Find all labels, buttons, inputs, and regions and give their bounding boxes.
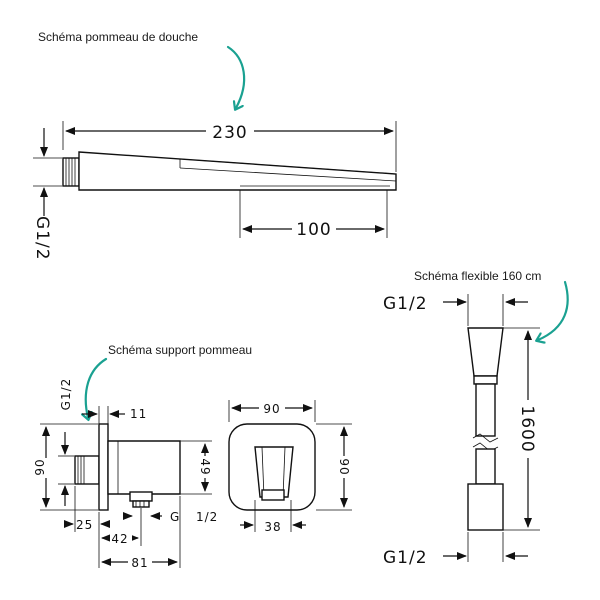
caption-shower-head: Schéma pommeau de douche	[38, 30, 198, 44]
dim-holder-height-90: 90	[33, 458, 47, 475]
caption-holder: Schéma support pommeau	[108, 343, 252, 357]
hose-top-nut	[467, 327, 504, 377]
shower-head-diagram: Schéma pommeau de douche 230 100	[32, 30, 397, 261]
pointer-arrow-holder	[86, 357, 108, 418]
holder-side-view	[74, 423, 181, 511]
dim-holder-49: 49	[198, 458, 212, 475]
holder-diagram: Schéma support pommeau 11 G1/2	[33, 343, 353, 570]
pointer-arrow-shower-head	[226, 45, 246, 108]
caption-hose: Schéma flexible 160 cm	[414, 269, 541, 283]
shower-head-connector	[62, 157, 80, 187]
dim-holder-front-90: 90	[337, 458, 351, 475]
dim-hose-thread-bottom: G1/2	[383, 548, 428, 568]
dim-thread-g12: G1/2	[32, 216, 52, 261]
dim-outlet-half: 1/2	[196, 510, 218, 524]
holder-front-view	[228, 423, 316, 511]
hose-bottom-nut	[467, 483, 504, 531]
dim-outlet-g: G	[170, 510, 180, 524]
dim-length-230: 230	[212, 123, 247, 143]
dim-holder-11: 11	[130, 407, 147, 421]
dim-holder-thread: G1/2	[59, 378, 73, 411]
dim-spray-100: 100	[296, 220, 331, 240]
dim-holder-38: 38	[264, 520, 281, 534]
hose-diagram: Schéma flexible 160 cm G1/2 G1/2 1600	[383, 269, 569, 568]
dim-holder-width-90: 90	[263, 402, 280, 416]
dim-holder-81: 81	[131, 556, 148, 570]
pointer-arrow-hose	[538, 280, 569, 340]
dim-hose-thread-top: G1/2	[383, 294, 428, 314]
dim-holder-42: 42	[111, 532, 128, 546]
dim-holder-25: 25	[76, 518, 93, 532]
dim-hose-length-1600: 1600	[517, 405, 537, 452]
